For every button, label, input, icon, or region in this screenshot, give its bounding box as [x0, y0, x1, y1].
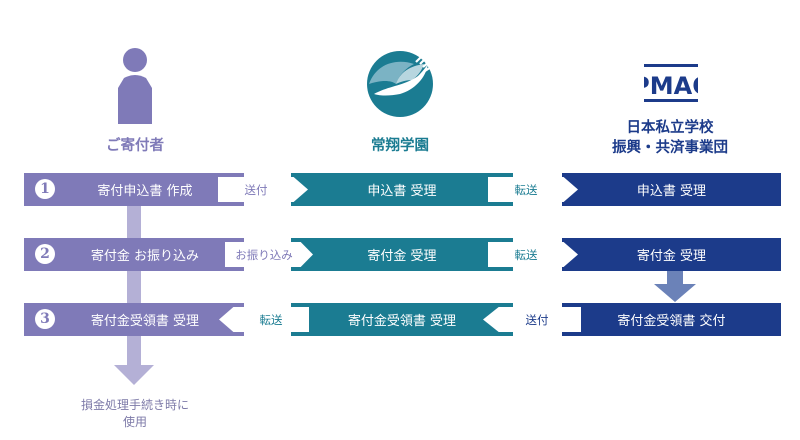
step2-school-band: 寄付金 受理 [291, 238, 513, 271]
step3-to-school-tag: 送付 [483, 307, 581, 332]
footnote-arrow-icon [114, 365, 154, 385]
step1-to-school-tag: 送付 [218, 177, 308, 202]
footnote-line1: 損金処理手続き時に [80, 398, 189, 412]
step1-school-label: 申込書 受理 [367, 184, 437, 199]
footnote: 損金処理手続き時に 使用 [40, 397, 230, 431]
step1-to-foundation-label: 転送 [514, 182, 538, 197]
donor-title: ご寄付者 [106, 137, 164, 154]
step2-to-school-tag: お振り込み [225, 242, 313, 267]
foundation-logo-icon: PMAC [644, 64, 698, 102]
foundation-logo-text: PMAC [644, 72, 698, 100]
person-icon [118, 48, 152, 124]
step3-donor-label: 寄付金受領書 受理 [90, 314, 200, 329]
step2-to-foundation-label: 転送 [514, 247, 538, 262]
donor-connector-line [127, 206, 141, 366]
school-logo-icon [367, 51, 433, 117]
foundation-down-arrow-icon [654, 271, 696, 302]
step3-foundation-band: 寄付金受領書 交付 [562, 303, 781, 336]
foundation-title-line1: 日本私立学校 [626, 119, 714, 136]
step1-to-school-label: 送付 [244, 182, 268, 197]
step3-foundation-label: 寄付金受領書 交付 [617, 314, 726, 329]
step2-to-school-label: お振り込み [235, 247, 293, 262]
step1-to-foundation-tag: 転送 [488, 177, 578, 202]
step3-donor-band: 3 寄付金受領書 受理 [24, 303, 244, 336]
step3-school-label: 寄付金受領書 受理 [347, 314, 457, 329]
step2-number-badge: 2 [35, 244, 55, 264]
step2-school-label: 寄付金 受理 [367, 249, 437, 264]
step2-donor-label: 寄付金 お振り込み [90, 249, 200, 264]
step1-foundation-label: 申込書 受理 [636, 184, 707, 199]
step1-foundation-band: 申込書 受理 [562, 173, 781, 206]
step2-to-foundation-tag: 転送 [488, 242, 578, 267]
footnote-line2: 使用 [122, 415, 147, 429]
step3-to-donor-label: 転送 [259, 312, 283, 327]
step1-donor-band: 1 寄付申込書 作成 [24, 173, 244, 206]
step2-foundation-label: 寄付金 受理 [636, 249, 707, 264]
step1-school-band: 申込書 受理 [291, 173, 513, 206]
foundation-title-line2: 振興・共済事業団 [612, 139, 728, 156]
step2-foundation-band: 寄付金 受理 [562, 238, 781, 271]
step2-donor-band: 2 寄付金 お振り込み [24, 238, 244, 271]
step3-to-school-label: 送付 [525, 312, 549, 327]
school-title: 常翔学園 [371, 137, 429, 154]
step3-school-band: 寄付金受領書 受理 [291, 303, 513, 336]
step1-donor-label: 寄付申込書 作成 [97, 184, 193, 199]
step3-number-badge: 3 [35, 309, 55, 329]
step1-number-badge: 1 [35, 179, 55, 199]
step3-to-donor-tag: 転送 [219, 307, 309, 332]
foundation-title: 日本私立学校 振興・共済事業団 [590, 118, 750, 158]
